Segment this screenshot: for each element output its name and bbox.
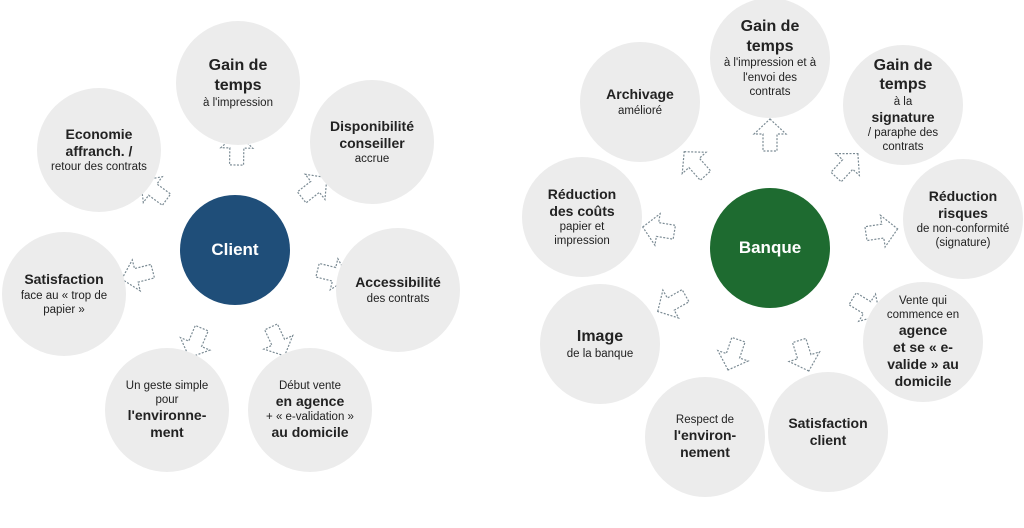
- banque-bubble-satisfaction-client-text: Satisfaction client: [788, 414, 868, 448]
- outward-arrow-icon: [179, 324, 212, 359]
- banque-bubble-vente-agence-text: et se « e-valide » au domicile: [887, 338, 959, 390]
- client-bubble-geste-simple-text: l'environne-ment: [127, 406, 207, 441]
- banque-bubble-satisfaction-client: Satisfaction client: [768, 372, 888, 492]
- client-bubble-accessibilite-text: des contrats: [366, 292, 430, 305]
- client-bubble-geste-simple-text: Un geste simple pour: [125, 379, 209, 406]
- client-hub-label: Client: [211, 240, 259, 259]
- client-bubble-economie-text: Economie affranch. /: [65, 125, 133, 159]
- outward-arrow-icon: [296, 173, 328, 204]
- client-bubble-accessibilite-text: Accessibilité: [355, 274, 441, 291]
- client-bubble-economie-text: retour des contrats: [51, 161, 147, 174]
- banque-bubble-archivage-text: amélioré: [617, 104, 663, 117]
- outward-arrow-icon: [681, 151, 712, 182]
- client-bubble-debut-vente-text: au domicile: [271, 424, 349, 441]
- banque-bubble-reduction-couts-text: des coûts: [549, 202, 615, 219]
- client-bubble-debut-vente-text: Début vente: [278, 379, 341, 392]
- banque-bubble-reduction-risques-text: de non-conformité (signature): [916, 223, 1010, 250]
- banque-bubble-reduction-couts-text: papier et impression: [554, 221, 610, 248]
- banque-bubble-gain-temps-signature-text: / paraphe des contrats: [867, 127, 939, 154]
- client-bubble-satisfaction-text: Satisfaction: [24, 271, 104, 288]
- client-bubble-gain-temps-text: Gain de temps: [208, 57, 268, 94]
- client-bubble-debut-vente-text: + « e-validation »: [266, 411, 354, 423]
- client-bubble-disponibilite-text: accrue: [354, 153, 390, 166]
- banque-bubble-gain-temps-signature-text: à la: [893, 95, 913, 108]
- banque-bubble-respect-env-text: Respect de: [675, 413, 735, 426]
- banque-bubble-image-banque-text: de la banque: [566, 347, 634, 360]
- client-bubble-economie: Economie affranch. / retour des contrats: [37, 88, 161, 212]
- outward-arrow-icon: [120, 258, 156, 293]
- outward-arrow-icon: [830, 152, 861, 183]
- client-hub: Client: [180, 195, 290, 305]
- banque-bubble-vente-agence-text: Vente qui commence en: [886, 294, 960, 321]
- client-bubble-gain-temps: Gain de temps à l'impression: [176, 21, 300, 145]
- outward-arrow-icon: [641, 212, 677, 247]
- banque-bubble-reduction-couts-text: Réduction: [547, 185, 617, 202]
- outward-arrow-icon: [262, 323, 294, 357]
- client-bubble-debut-vente-text: en agence: [275, 392, 345, 409]
- client-bubble-satisfaction-text: face au « trop de papier »: [20, 289, 108, 316]
- banque-hub: Banque: [710, 188, 830, 308]
- outward-arrow-icon: [787, 337, 821, 372]
- outward-arrow-icon: [864, 213, 899, 249]
- outward-arrow-icon: [716, 336, 750, 371]
- banque-bubble-reduction-risques-text: Réduction risques: [928, 187, 998, 221]
- banque-bubble-gain-temps-impression-text: Gain de temps: [740, 18, 800, 55]
- banque-bubble-gain-temps-impression-text: à l'impression et à l'envoi des contrats: [723, 57, 817, 98]
- banque-hub-label: Banque: [738, 238, 802, 257]
- client-bubble-disponibilite: Disponibilité conseiller accrue: [310, 80, 434, 204]
- client-bubble-disponibilite-text: Disponibilité conseiller: [330, 117, 414, 151]
- banque-bubble-image-banque-text: Image: [576, 328, 624, 346]
- banque-bubble-vente-agence-text: agence: [898, 321, 948, 338]
- client-bubble-gain-temps-text: à l'impression: [203, 96, 273, 109]
- banque-bubble-gain-temps-signature-text: signature: [871, 108, 935, 125]
- banque-bubble-respect-env-text: l'environ-nement: [673, 426, 737, 460]
- outward-arrow-icon: [656, 288, 690, 320]
- banque-bubble-archivage-text: Archivage: [606, 86, 674, 103]
- outward-arrow-icon: [752, 118, 788, 152]
- banque-bubble-gain-temps-signature-text: Gain de temps: [873, 56, 933, 94]
